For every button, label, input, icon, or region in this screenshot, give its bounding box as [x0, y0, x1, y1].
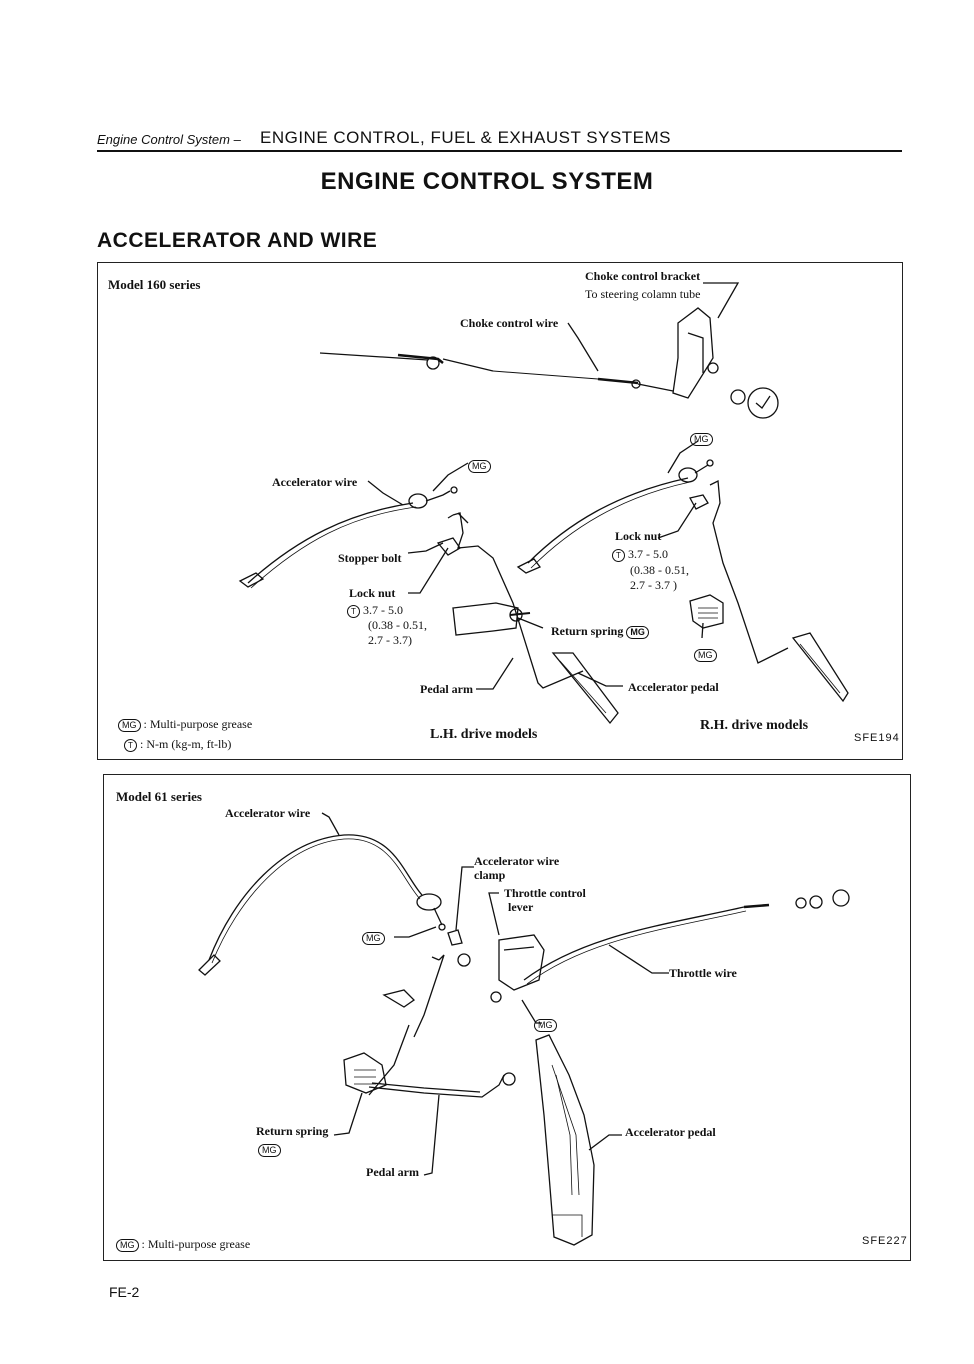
rh-caption: R.H. drive models [700, 718, 809, 733]
torque-rh-3: 2.7 - 3.7 ) [630, 578, 677, 592]
mg-badge-rh-bottom: MG [694, 647, 717, 662]
return-spring-label: Return spring MG [551, 624, 649, 639]
mg-badge-rh-top: MG [690, 431, 713, 446]
throttle-lever-label-2: lever [508, 900, 534, 914]
figure-code-2: SFE227 [862, 1235, 908, 1247]
page-number: FE-2 [109, 1284, 140, 1300]
header-section-italic: Engine Control System – [97, 132, 241, 147]
diagram-160-art [238, 282, 849, 725]
wire-clamp-label-2: clamp [474, 868, 506, 882]
return-spring-61-label: Return spring [256, 1124, 329, 1138]
page-title: ENGINE CONTROL SYSTEM [320, 168, 654, 195]
stopper-bolt-label: Stopper bolt [338, 551, 402, 565]
mg-badge-61-left: MG [362, 930, 385, 945]
torque-icon: T [347, 605, 360, 618]
lh-caption: L.H. drive models [430, 727, 538, 742]
torque-rh-2: (0.38 - 0.51, [630, 563, 689, 577]
lock-nut-rh-label: Lock nut [615, 529, 662, 543]
model-160-label: Model 160 series [108, 277, 201, 292]
throttle-lever-label-1: Throttle control [504, 886, 586, 900]
figure-code-1: SFE194 [854, 732, 900, 744]
mg-icon: MG [116, 1239, 139, 1252]
torque-rh-1: T 3.7 - 5.0 [612, 547, 668, 562]
diagram-panel-61: Model 61 series Accelerator wire Acceler… [103, 774, 911, 1261]
mg-badge-61-lever: MG [534, 1017, 557, 1032]
legend-mg-61: MG : Multi-purpose grease [116, 1237, 250, 1252]
pedal-arm-label: Pedal arm [420, 682, 473, 696]
accel-wire-label: Accelerator wire [272, 475, 358, 489]
legend-torque: T : N-m (kg-m, ft-lb) [124, 737, 231, 752]
torque-lh-1: T 3.7 - 5.0 [347, 603, 403, 618]
torque-lh-3: 2.7 - 3.7) [368, 633, 412, 647]
throttle-wire-label: Throttle wire [669, 966, 737, 980]
running-header: Engine Control System – ENGINE CONTROL, … [97, 126, 902, 152]
lock-nut-lh-label: Lock nut [349, 586, 396, 600]
model-61-label: Model 61 series [116, 789, 202, 804]
choke-bracket-note: To steering colamn tube [585, 287, 701, 301]
section-subtitle: ACCELERATOR AND WIRE [97, 229, 378, 252]
choke-wire-label: Choke control wire [460, 316, 559, 330]
torque-lh-2: (0.38 - 0.51, [368, 618, 427, 632]
torque-icon: T [612, 549, 625, 562]
legend-mg: MG : Multi-purpose grease [118, 717, 252, 732]
diagram-61-art [198, 812, 850, 1246]
mg-badge-lh: MG [468, 458, 491, 473]
accel-pedal-61-label: Accelerator pedal [625, 1125, 716, 1139]
diagram-panel-160: Model 160 series Choke control bracket T… [97, 262, 903, 760]
header-section-main: ENGINE CONTROL, FUEL & EXHAUST SYSTEMS [260, 128, 672, 147]
accel-wire-61-label: Accelerator wire [225, 806, 311, 820]
mg-icon: MG [118, 719, 141, 732]
choke-bracket-label: Choke control bracket [585, 269, 701, 283]
torque-icon: T [124, 739, 137, 752]
wire-clamp-label-1: Accelerator wire [474, 854, 560, 868]
pedal-arm-61-label: Pedal arm [366, 1165, 419, 1179]
mg-badge-61-spring: MG [258, 1142, 281, 1157]
accel-pedal-label: Accelerator pedal [628, 680, 719, 694]
